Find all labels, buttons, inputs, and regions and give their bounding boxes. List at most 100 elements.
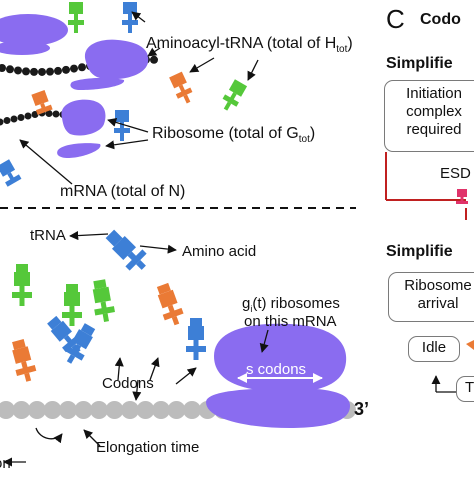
three-prime-label: 3’	[354, 399, 370, 419]
mrna-bead	[0, 118, 4, 126]
trna-green-a	[222, 79, 248, 111]
trna-orange-left	[31, 89, 53, 115]
ribosome-count-label-line2: on this mRNA	[244, 313, 337, 330]
codon-bead	[152, 401, 170, 419]
codon-bead	[90, 401, 108, 419]
elongation-curve-arrow	[35, 427, 63, 444]
ribosome-arrival-box: Ribosome arrival	[388, 272, 474, 322]
mrna-bead	[17, 114, 25, 121]
mrna-bead	[38, 67, 46, 76]
ribosome-text: Ribosome (total of G	[152, 125, 299, 142]
mrna-bead	[24, 112, 32, 120]
codon-bead	[12, 401, 31, 419]
trna-icon	[12, 338, 37, 382]
trna-pink-c	[456, 189, 468, 204]
codon-bead	[0, 401, 15, 419]
aminoacyl-trna-label: Aminoacyl-tRNA (total of Htot)	[146, 36, 353, 55]
mrna-bead	[31, 111, 39, 118]
mrna-bead	[10, 115, 18, 123]
codon-bead	[167, 401, 186, 419]
ribosome-top-left	[0, 14, 68, 55]
s-codons-label: s codons	[246, 361, 307, 378]
mrna-bead	[6, 65, 14, 74]
mrna-bead	[22, 67, 30, 76]
trna-icon	[12, 264, 32, 306]
trna-group-b	[12, 264, 206, 382]
t-fragment-box: T	[456, 376, 474, 402]
trna-label: tRNA	[30, 227, 66, 244]
idle-box: Idle	[408, 336, 460, 362]
codon-bead	[136, 401, 155, 419]
trna-blue-top	[122, 2, 138, 33]
ribosome-free	[57, 99, 106, 158]
codon-arrow-3	[175, 367, 197, 385]
trna-icon	[186, 318, 206, 360]
ribosome-center-top	[70, 39, 149, 90]
codon-bead	[183, 401, 201, 419]
codons-label: Codons	[102, 375, 154, 392]
trna-orange-a	[169, 71, 193, 104]
simplified-heading-1: Simplifie	[386, 55, 453, 72]
left-fragment-label: on	[0, 455, 11, 472]
trna-icon	[156, 282, 184, 326]
codon-arrow-1	[114, 357, 124, 381]
orange-fragment	[466, 340, 474, 350]
panel-b	[0, 229, 356, 467]
initiation-line-2: complex	[406, 103, 462, 120]
mrna-bead	[3, 117, 11, 124]
trna-icon	[64, 323, 96, 364]
mrna-bead	[0, 64, 6, 72]
ribosome-elongating	[206, 323, 350, 428]
ribosome-count-label: gi(t) ribosomes	[242, 296, 340, 314]
simplified-heading-2: Simplifie	[386, 243, 453, 260]
aminoacyl-close: )	[347, 35, 353, 52]
panel-a	[0, 2, 356, 209]
arrow-to-trna-label	[69, 231, 109, 241]
trna-blue-a	[114, 110, 130, 141]
g-prefix: g	[242, 295, 251, 312]
ribosome-close: )	[309, 125, 316, 142]
codon-arrow-2	[149, 357, 160, 381]
mrna-bead	[78, 63, 86, 72]
mrna-bead	[62, 65, 70, 74]
arrow-to-mrna	[19, 139, 73, 185]
initiation-line-1: Initiation	[406, 85, 462, 102]
arrow-to-trna-blue	[131, 11, 146, 23]
aminoacyl-trna-text: Aminoacyl-tRNA (total of H	[146, 35, 337, 52]
g-subscript: i	[250, 304, 253, 314]
panel-c	[385, 152, 474, 393]
mrna-bead	[150, 55, 158, 64]
arrow-to-amino-acid-label	[139, 244, 177, 254]
panel-c-title: Codo	[420, 11, 461, 28]
initiation-complex-box: Initiation complex required	[384, 80, 474, 152]
mrna-bead	[54, 66, 62, 75]
aminoacyl-subscript: tot	[336, 44, 348, 56]
codon-bead	[28, 401, 46, 419]
codon-bead	[43, 401, 62, 419]
codon-arrow-4	[132, 379, 142, 401]
ribosome-subscript: tot	[298, 134, 310, 146]
trna-blue-left	[0, 159, 22, 187]
esd-label: ESD	[440, 165, 471, 182]
g-suffix: (t) ribosomes	[252, 295, 340, 312]
codon-bead	[59, 401, 77, 419]
trna-blue-labeled	[105, 229, 147, 271]
mrna-label: mRNA (total of N)	[60, 183, 186, 200]
arrow-to-trna-green	[247, 59, 259, 81]
ribosome-arrival-line-2: arrival	[417, 295, 459, 312]
elongation-arrow	[83, 429, 101, 447]
arrow-to-small-subunit	[105, 139, 149, 150]
codon-bead	[121, 401, 139, 419]
codon-bead	[74, 401, 93, 419]
arrow-to-trna-orange	[189, 57, 215, 73]
ribosome-count-arrow	[259, 329, 269, 353]
ribosome-label: Ribosome (total of Gtot)	[152, 126, 315, 145]
mrna-bead	[46, 67, 54, 76]
panel-c-letter: C	[386, 4, 405, 34]
mrna-bead	[45, 110, 53, 117]
ribosome-arrival-line-1: Ribosome	[404, 277, 472, 294]
elongation-time-label: Elongation time	[96, 439, 200, 456]
mrna-bead	[70, 64, 78, 73]
